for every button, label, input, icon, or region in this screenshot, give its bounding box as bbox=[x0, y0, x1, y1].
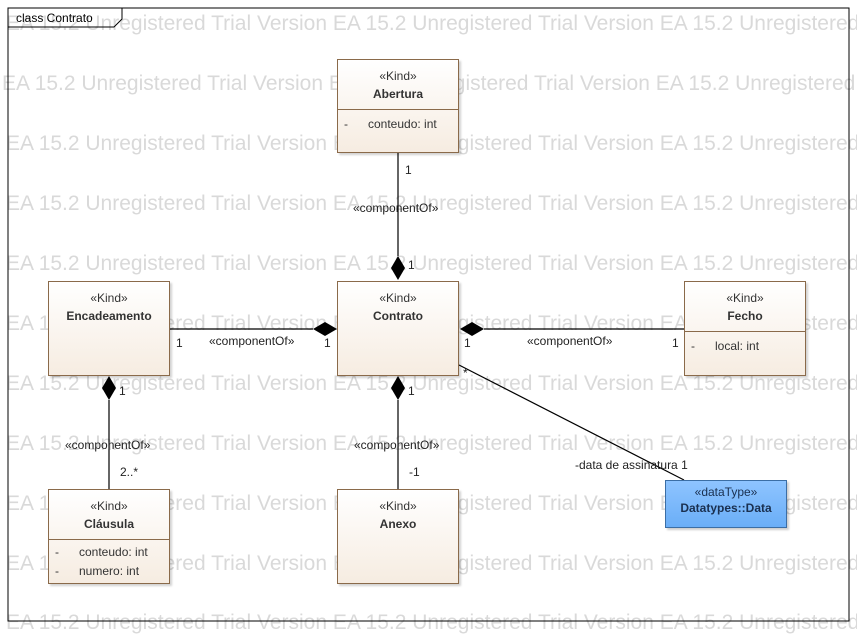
class-name: Anexo bbox=[379, 517, 417, 531]
diagram-frame bbox=[7, 7, 850, 622]
attribute-visibility: - bbox=[55, 564, 59, 578]
datatype-data[interactable]: «dataType» Datatypes::Data bbox=[665, 480, 787, 528]
multiplicity-label: 1 bbox=[119, 384, 126, 398]
watermark-text: EA 15.2 Unregistered Trial Version bbox=[332, 611, 654, 634]
watermark-text: EA 15.2 Unregistered Trial Version bbox=[659, 432, 857, 455]
watermark-text: EA 15.2 Unregistered Trial Version bbox=[659, 372, 857, 395]
class-name: Fecho bbox=[727, 309, 763, 323]
class-clausula[interactable]: «Kind» Cláusula - conteudo: int - numero… bbox=[48, 489, 170, 584]
watermark-text: EA 15.2 Unregistered Trial Version bbox=[655, 72, 857, 95]
class-abertura[interactable]: «Kind» Abertura - conteudo: int bbox=[337, 59, 459, 153]
datatype-name: Datatypes::Data bbox=[680, 501, 772, 515]
watermark-row: EA 15.2 Unregistered Trial Version EA 15… bbox=[0, 372, 857, 402]
class-anexo[interactable]: «Kind» Anexo bbox=[337, 489, 459, 584]
class-header: «Kind» Fecho bbox=[685, 282, 805, 323]
watermark-text: EA 15.2 Unregistered Trial Version bbox=[6, 252, 328, 275]
class-contrato[interactable]: «Kind» Contrato bbox=[337, 281, 459, 376]
watermark-text: EA 15.2 Unregistered Trial Version bbox=[659, 12, 857, 35]
attribute-text: conteudo: int bbox=[79, 545, 148, 559]
composition-diamond bbox=[391, 256, 405, 280]
watermark-row: EA 15.2 Unregistered Trial Version EA 15… bbox=[0, 432, 857, 462]
watermark-text: EA 15.2 Unregistered Trial Version bbox=[332, 192, 654, 215]
watermark-text: EA 15.2 Unregistered Trial Version bbox=[332, 252, 654, 275]
watermark-text: EA 15.2 Unregistered Trial Version bbox=[332, 12, 654, 35]
class-stereotype: «Kind» bbox=[379, 499, 417, 513]
watermark-text: EA 15.2 Unregistered Trial Version bbox=[332, 372, 654, 395]
watermark-row: EA 15.2 Unregistered Trial Version EA 15… bbox=[0, 192, 857, 222]
multiplicity-label: 2..* bbox=[120, 465, 139, 479]
watermark-text: EA 15.2 Unregistered Trial Version bbox=[2, 72, 324, 95]
frame-title: class Contrato bbox=[16, 11, 93, 25]
multiplicity-label: 1 bbox=[464, 336, 471, 350]
multiplicity-label: * bbox=[463, 366, 468, 380]
class-name: Abertura bbox=[372, 87, 423, 101]
class-separator bbox=[685, 331, 805, 332]
watermark-text: EA 15.2 Unregistered Trial Version bbox=[6, 611, 328, 634]
multiplicity-label: -1 bbox=[409, 465, 420, 479]
attribute-text: local: int bbox=[715, 339, 760, 353]
class-header: «Kind» Anexo bbox=[338, 490, 458, 531]
class-name: Contrato bbox=[373, 309, 423, 323]
watermark-text: EA 15.2 Unregistered Trial Version bbox=[6, 192, 328, 215]
multiplicity-label: 1 bbox=[405, 163, 412, 177]
watermark-row: EA 15.2 Unregistered Trial Version EA 15… bbox=[0, 611, 857, 641]
composition-diamond bbox=[313, 322, 337, 336]
association-stereotype-label: «componentOf» bbox=[354, 438, 440, 452]
watermark-text: EA 15.2 Unregistered Trial Version bbox=[659, 611, 857, 634]
class-fecho[interactable]: «Kind» Fecho - local: int bbox=[684, 281, 806, 376]
multiplicity-label: 1 bbox=[176, 336, 183, 350]
attribute-text: conteudo: int bbox=[368, 117, 437, 131]
composition-diamond bbox=[391, 376, 405, 400]
class-stereotype: «Kind» bbox=[726, 291, 764, 305]
class-stereotype: «Kind» bbox=[379, 69, 417, 83]
watermark-text: EA 15.2 Unregistered Trial Version bbox=[6, 12, 328, 35]
class-header: «Kind» Cláusula bbox=[49, 490, 169, 531]
multiplicity-label: 1 bbox=[324, 336, 331, 350]
association-stereotype-label: «componentOf» bbox=[65, 438, 151, 452]
class-encadeamento[interactable]: «Kind» Encadeamento bbox=[48, 281, 170, 376]
class-stereotype: «Kind» bbox=[379, 291, 417, 305]
association-stereotype-label: «componentOf» bbox=[353, 201, 439, 215]
composition-diamond bbox=[460, 322, 484, 336]
class-header: «Kind» Encadeamento bbox=[49, 282, 169, 323]
multiplicity-label: 1 bbox=[408, 258, 415, 272]
association-stereotype-label: «componentOf» bbox=[209, 334, 295, 348]
attribute-visibility: - bbox=[344, 117, 348, 131]
watermark-row: EA 15.2 Unregistered Trial Version EA 15… bbox=[0, 252, 857, 282]
association-contrato-data bbox=[458, 364, 685, 481]
watermark-text: EA 15.2 Unregistered Trial Version bbox=[6, 372, 328, 395]
watermark-text: EA 15.2 Unregistered Trial Version bbox=[659, 552, 857, 575]
frame-tab-outline bbox=[8, 8, 123, 28]
composition-diamond bbox=[102, 376, 116, 400]
class-separator bbox=[338, 109, 458, 110]
watermark-text: EA 15.2 Unregistered Trial Version bbox=[659, 192, 857, 215]
multiplicity-label: 1 bbox=[408, 384, 415, 398]
class-separator bbox=[49, 539, 169, 540]
watermark-row: EA 15.2 Unregistered Trial Version EA 15… bbox=[0, 12, 857, 42]
watermark-text: EA 15.2 Unregistered Trial Version bbox=[6, 432, 328, 455]
class-name: Encadeamento bbox=[66, 309, 152, 323]
watermark-text: EA 15.2 Unregistered Trial Version bbox=[659, 252, 857, 275]
watermark-text: EA 15.2 Unregistered Trial Version bbox=[332, 432, 654, 455]
watermark-text: EA 15.2 Unregistered Trial Version bbox=[659, 132, 857, 155]
watermark-text: EA 15.2 Unregistered Trial Version bbox=[6, 132, 328, 155]
attribute-visibility: - bbox=[55, 545, 59, 559]
attribute-text: numero: int bbox=[79, 564, 140, 578]
class-stereotype: «Kind» bbox=[90, 499, 128, 513]
attribute-visibility: - bbox=[691, 339, 695, 353]
class-stereotype: «Kind» bbox=[90, 291, 128, 305]
association-stereotype-label: «componentOf» bbox=[527, 334, 613, 348]
class-header: «Kind» Abertura bbox=[338, 60, 458, 101]
datatype-stereotype: «dataType» bbox=[694, 485, 758, 499]
association-role-label: -data de assinatura 1 bbox=[575, 458, 688, 472]
class-header: «Kind» Contrato bbox=[338, 282, 458, 323]
multiplicity-label: 1 bbox=[672, 336, 679, 350]
class-name: Cláusula bbox=[83, 517, 134, 531]
